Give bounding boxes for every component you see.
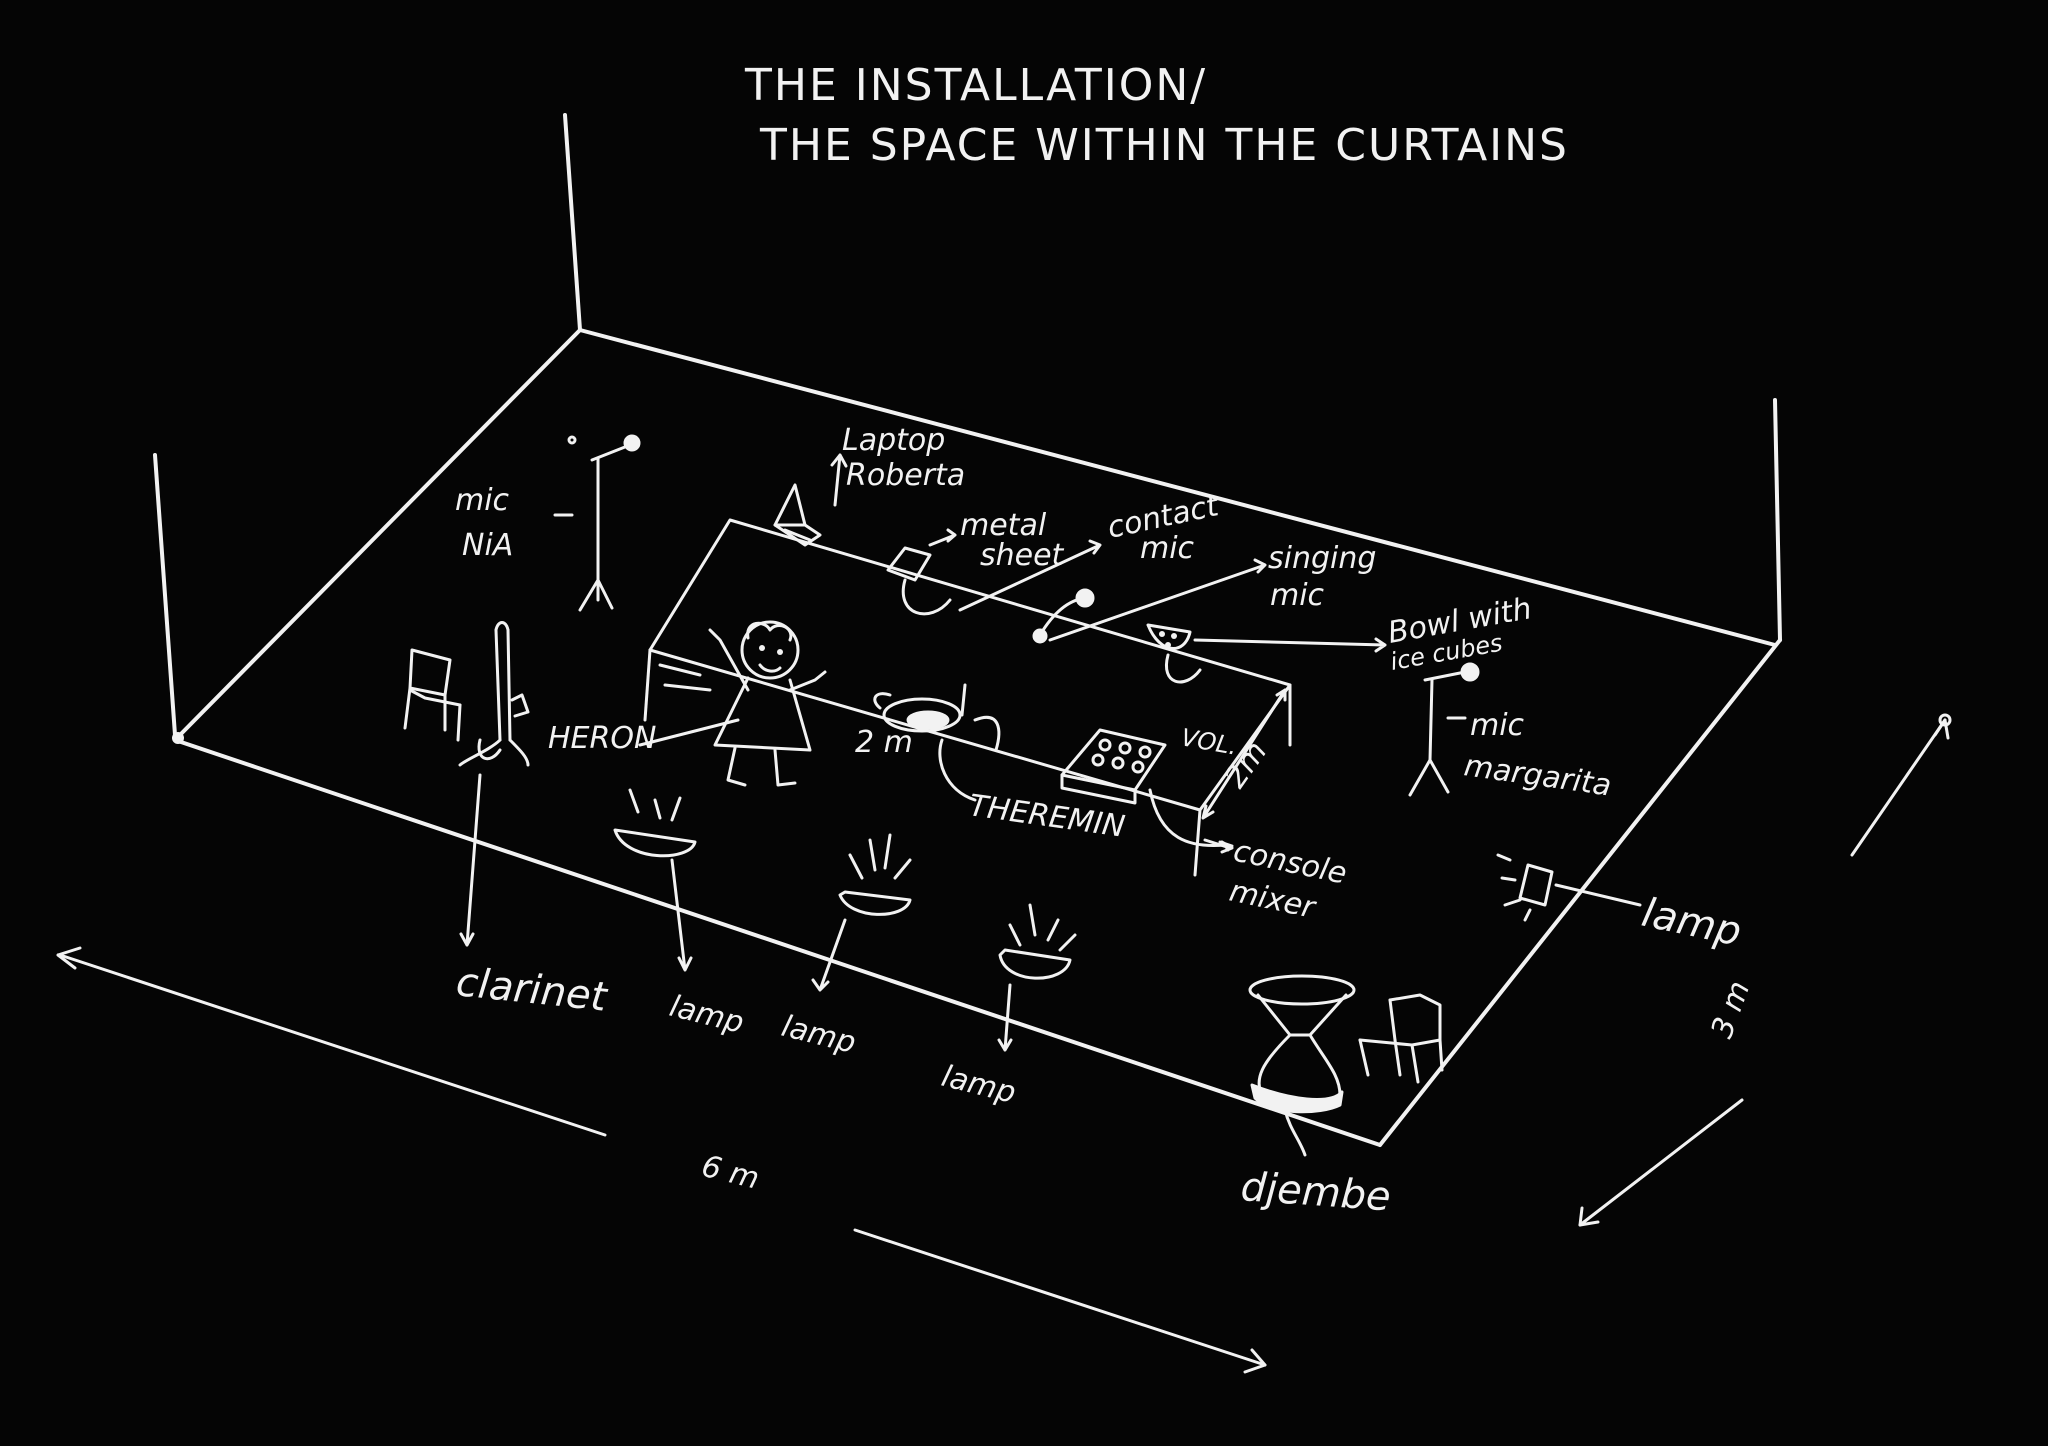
console-mixer-icon <box>1060 728 1167 805</box>
label-vol: VOL. <box>1179 723 1239 760</box>
djembe-pointer <box>1283 1108 1307 1157</box>
chair-left-icon <box>403 648 462 742</box>
label-singing-mic: mic <box>1270 578 1325 613</box>
label-lamp-4: lamp <box>1638 890 1745 956</box>
title-line-1: THE INSTALLATION/ <box>744 60 1207 111</box>
contact-mic-icon <box>1032 588 1095 644</box>
label-roberta: Roberta <box>846 458 965 493</box>
label-mic-nia-2: NiA <box>462 528 513 563</box>
label-heron: HERON <box>548 721 656 756</box>
bowl-pointer <box>1193 637 1387 653</box>
label-mic-margarita-2: margarita <box>1462 748 1614 803</box>
label-contact-mic: mic <box>1140 531 1195 566</box>
label-lamp-3: lamp <box>938 1059 1019 1111</box>
lamp-2-icon <box>811 833 912 992</box>
theremin-pointer <box>938 738 977 802</box>
room-outline <box>153 113 1782 1147</box>
label-two-m: 2 m <box>855 725 913 760</box>
label-mic-nia-1: mic <box>455 483 510 518</box>
heron-figure <box>708 620 827 787</box>
chair-right-icon <box>1358 993 1444 1084</box>
dimension-6m <box>56 946 1267 1374</box>
contact-mic-pointer <box>958 539 1102 612</box>
laptop-icon <box>773 483 822 547</box>
label-clarinet: clarinet <box>454 959 610 1021</box>
clarinet-pointer <box>459 773 482 947</box>
metal-sheet-pointer <box>928 528 957 547</box>
djembe-icon <box>1248 974 1356 1114</box>
console-mixer-pointer <box>1203 838 1234 854</box>
lamp-4-icon <box>1496 853 1642 922</box>
theremin-icon <box>873 683 1001 752</box>
bowl-icon <box>1146 623 1202 684</box>
heron-pointer <box>638 718 740 747</box>
table-height-arrow <box>1201 688 1287 820</box>
label-laptop: Laptop <box>842 423 945 458</box>
lamp-3-icon <box>997 903 1077 1052</box>
mic-stand-nia-icon <box>567 434 641 612</box>
dimension-3m <box>1578 713 1952 1227</box>
lamp-1-icon <box>613 788 697 972</box>
label-three-m: 3 m <box>1705 976 1758 1042</box>
label-metal: metal <box>960 508 1047 543</box>
singing-mic-pointer <box>1048 558 1267 642</box>
metal-sheet-icon <box>886 546 952 616</box>
label-lamp-1: lamp <box>666 989 747 1041</box>
label-djembe: djembe <box>1239 1164 1392 1220</box>
label-mic-margarita-1: mic <box>1470 708 1525 743</box>
laptop-pointer <box>830 453 848 507</box>
mic-stand-margarita-icon <box>1408 662 1480 797</box>
clarinet-icon <box>458 621 530 767</box>
title-line-2: THE SPACE WITHIN THE CURTAINS <box>759 120 1569 171</box>
label-singing: singing <box>1268 541 1376 576</box>
label-six-m: 6 m <box>698 1149 763 1197</box>
label-lamp-2: lamp <box>778 1009 859 1061</box>
